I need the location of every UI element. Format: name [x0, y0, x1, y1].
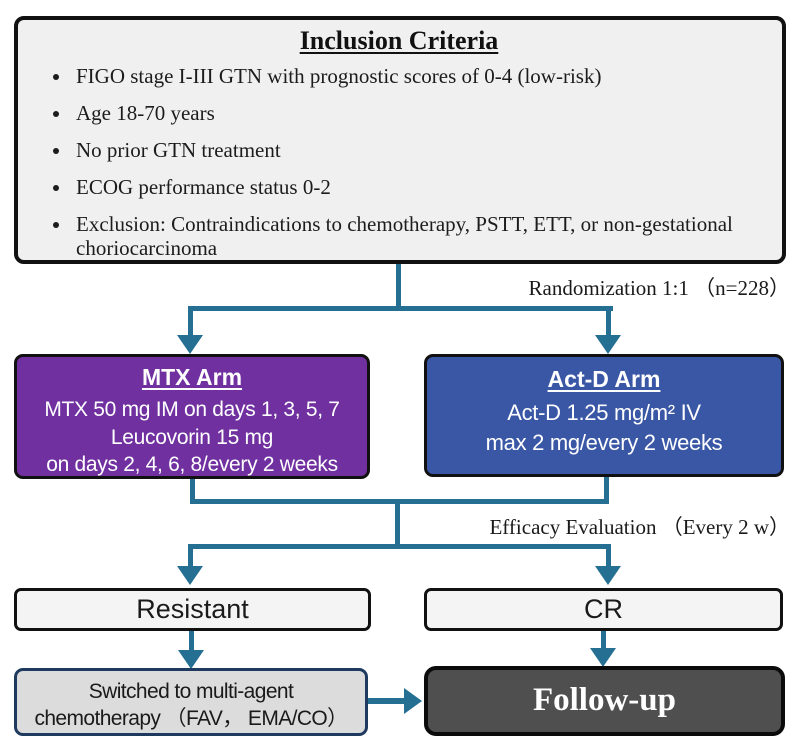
- inclusion-criteria-list: FIGO stage I-III GTN with prognostic sco…: [30, 64, 768, 260]
- mtx-arm-title: MTX Arm: [141, 364, 243, 390]
- inclusion-criteria-box: Inclusion Criteria FIGO stage I-III GTN …: [14, 16, 786, 264]
- connector-cr-to-followup-stem: [601, 631, 606, 650]
- arrow-right-to-followup-icon: [404, 688, 422, 714]
- connector-switched-to-followup-stem: [368, 698, 406, 704]
- resistant-box: Resistant: [14, 588, 371, 631]
- connector-to-resistant-stem: [188, 544, 193, 568]
- inclusion-item-treatment: No prior GTN treatment: [72, 138, 768, 162]
- connector-to-actd-stem: [606, 306, 611, 337]
- connector-resistant-to-switched-stem: [189, 631, 194, 652]
- arrow-down-to-resistant-icon: [177, 566, 203, 585]
- switched-line-1: Switched to multi-agent: [88, 680, 294, 703]
- connector-evaluation-stem: [395, 499, 400, 549]
- arrow-down-to-switched-icon: [178, 650, 204, 669]
- arrow-down-to-mtx-icon: [177, 335, 203, 354]
- connector-top-branch: [188, 306, 613, 311]
- connector-outcome-branch: [188, 544, 611, 549]
- switched-line-2: chemotherapy （FAV， EMA/CO）: [34, 707, 348, 730]
- actd-arm-title: Act-D Arm: [547, 366, 661, 392]
- switched-chemotherapy-box: Switched to multi-agent chemotherapy （FA…: [14, 668, 368, 736]
- actd-arm-box: Act-D Arm Act-D 1.25 mg/m² IV max 2 mg/e…: [424, 354, 784, 477]
- cr-box: CR: [424, 588, 783, 631]
- randomization-label: Randomization 1:1 （n=228）: [528, 276, 791, 300]
- followup-box: Follow-up: [424, 666, 785, 736]
- efficacy-evaluation-label: Efficacy Evaluation （Every 2 w）: [489, 515, 790, 539]
- connector-to-cr-stem: [606, 544, 611, 568]
- actd-arm-line-2: max 2 mg/every 2 weeks: [485, 430, 723, 455]
- inclusion-item-ecog: ECOG performance status 0-2: [72, 175, 768, 199]
- mtx-arm-line-1: MTX 50 mg IM on days 1, 3, 5, 7: [44, 398, 340, 421]
- inclusion-item-age: Age 18-70 years: [72, 101, 768, 125]
- mtx-arm-line-2: Leucovorin 15 mg: [110, 425, 274, 449]
- inclusion-item-figo: FIGO stage I-III GTN with prognostic sco…: [72, 64, 768, 88]
- connector-to-mtx-stem: [188, 306, 193, 337]
- actd-arm-line-1: Act-D 1.25 mg/m² IV: [507, 400, 701, 425]
- arrow-down-to-cr-icon: [595, 566, 621, 585]
- arrow-down-to-actd-icon: [595, 335, 621, 354]
- inclusion-criteria-title: Inclusion Criteria: [299, 26, 499, 55]
- inclusion-item-exclusion: Exclusion: Contraindications to chemothe…: [72, 212, 768, 260]
- connector-from-actd-stem: [604, 477, 609, 504]
- arrow-down-to-followup-icon: [590, 648, 616, 667]
- mtx-arm-line-3: on days 2, 4, 6, 8/every 2 weeks: [46, 453, 338, 476]
- mtx-arm-box: MTX Arm MTX 50 mg IM on days 1, 3, 5, 7 …: [14, 354, 370, 479]
- connector-top-stem: [396, 264, 401, 308]
- connector-from-mtx-stem: [190, 479, 195, 504]
